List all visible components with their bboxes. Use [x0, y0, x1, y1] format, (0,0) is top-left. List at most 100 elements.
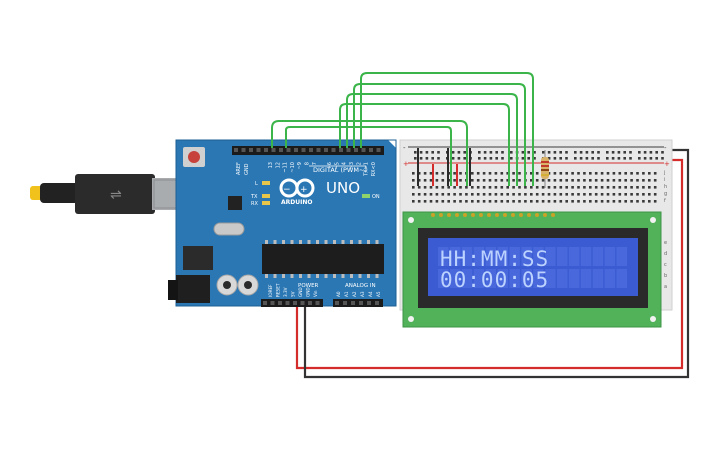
breadboard-hole[interactable]	[435, 186, 439, 189]
breadboard-hole[interactable]	[594, 200, 598, 203]
wire-pin2[interactable]	[360, 72, 534, 186]
power-wires[interactable]	[295, 148, 690, 379]
breadboard-hole[interactable]	[417, 200, 421, 203]
breadboard-hole[interactable]	[441, 193, 445, 196]
breadboard-hole[interactable]	[594, 186, 598, 189]
breadboard-hole[interactable]	[648, 186, 651, 189]
breadboard-hole[interactable]	[594, 172, 598, 175]
breadboard-hole[interactable]	[471, 193, 474, 196]
breadboard-hole[interactable]	[459, 186, 462, 189]
breadboard-hole[interactable]	[412, 200, 415, 203]
breadboard-hole[interactable]	[423, 179, 427, 182]
breadboard-hole[interactable]	[618, 172, 622, 175]
breadboard-hole[interactable]	[648, 200, 651, 203]
breadboard-hole[interactable]	[417, 186, 421, 189]
digital-pin-hole[interactable]	[271, 148, 276, 152]
dc-jack[interactable]	[176, 275, 210, 303]
breadboard-hole[interactable]	[565, 151, 568, 154]
breadboard-hole[interactable]	[636, 172, 639, 175]
breadboard-hole[interactable]	[501, 151, 504, 154]
breadboard-hole[interactable]	[577, 172, 580, 175]
breadboard-hole[interactable]	[500, 179, 504, 182]
digital-pin-hole[interactable]	[234, 148, 238, 152]
breadboard-hole[interactable]	[453, 186, 456, 189]
breadboard-hole[interactable]	[425, 157, 429, 160]
breadboard-hole[interactable]	[606, 200, 610, 203]
power-header[interactable]	[261, 299, 323, 307]
breadboard-hole[interactable]	[585, 157, 589, 160]
breadboard-hole[interactable]	[642, 193, 645, 196]
breadboard-hole[interactable]	[463, 151, 466, 154]
breadboard-hole[interactable]	[559, 151, 562, 154]
breadboard-hole[interactable]	[629, 151, 632, 154]
breadboard-hole[interactable]	[600, 200, 604, 203]
breadboard-hole[interactable]	[624, 186, 627, 189]
breadboard-hole[interactable]	[494, 172, 498, 175]
digital-pin-hole[interactable]	[354, 148, 358, 152]
black-ground-wire[interactable]	[303, 148, 690, 379]
breadboard-hole[interactable]	[512, 172, 515, 175]
breadboard-hole[interactable]	[478, 157, 481, 160]
breadboard-hole[interactable]	[518, 186, 521, 189]
lcd-pin[interactable]	[487, 213, 491, 217]
breadboard-hole[interactable]	[412, 193, 415, 196]
breadboard-hole[interactable]	[429, 172, 433, 175]
breadboard-hole[interactable]	[457, 157, 461, 160]
breadboard-hole[interactable]	[518, 179, 521, 182]
lcd-pin[interactable]	[463, 213, 467, 217]
breadboard-hole[interactable]	[649, 151, 653, 154]
breadboard-hole[interactable]	[512, 200, 515, 203]
breadboard-hole[interactable]	[535, 193, 539, 196]
breadboard-hole[interactable]	[571, 193, 574, 196]
breadboard-hole[interactable]	[482, 179, 486, 182]
breadboard-hole[interactable]	[494, 200, 498, 203]
breadboard-hole[interactable]	[476, 172, 480, 175]
breadboard-hole[interactable]	[527, 151, 530, 154]
breadboard-hole[interactable]	[600, 179, 604, 182]
digital-pin-hole[interactable]	[264, 148, 268, 152]
breadboard-hole[interactable]	[565, 186, 568, 189]
breadboard-hole[interactable]	[412, 186, 415, 189]
power-pin-hole[interactable]	[270, 301, 275, 305]
breadboard-hole[interactable]	[583, 186, 586, 189]
breadboard-hole[interactable]	[459, 193, 462, 196]
breadboard-hole[interactable]	[636, 179, 639, 182]
analog-pin-hole[interactable]	[343, 301, 347, 305]
analog-pin-hole[interactable]	[335, 301, 339, 305]
breadboard-hole[interactable]	[553, 172, 557, 175]
breadboard-hole[interactable]	[600, 193, 604, 196]
breadboard-hole[interactable]	[591, 157, 594, 160]
breadboard-hole[interactable]	[611, 151, 615, 154]
breadboard-hole[interactable]	[577, 200, 580, 203]
breadboard-hole[interactable]	[553, 179, 557, 182]
breadboard-hole[interactable]	[435, 193, 439, 196]
lcd-pin[interactable]	[543, 213, 547, 217]
breadboard-hole[interactable]	[518, 172, 521, 175]
breadboard-hole[interactable]	[559, 200, 563, 203]
breadboard-hole[interactable]	[612, 200, 616, 203]
breadboard-hole[interactable]	[618, 186, 622, 189]
digital-pin-hole[interactable]	[316, 148, 321, 152]
breadboard-hole[interactable]	[506, 179, 509, 182]
breadboard-hole[interactable]	[606, 151, 609, 154]
breadboard-hole[interactable]	[535, 186, 539, 189]
breadboard-hole[interactable]	[435, 179, 439, 182]
breadboard-hole[interactable]	[488, 172, 492, 175]
breadboard-hole[interactable]	[597, 157, 600, 160]
digital-pin-hole[interactable]	[369, 148, 373, 152]
breadboard-hole[interactable]	[500, 172, 504, 175]
breadboard-hole[interactable]	[535, 179, 539, 182]
breadboard-hole[interactable]	[541, 193, 545, 196]
breadboard-hole[interactable]	[589, 186, 592, 189]
breadboard-hole[interactable]	[488, 179, 492, 182]
breadboard-hole[interactable]	[447, 200, 450, 203]
breadboard-hole[interactable]	[547, 193, 551, 196]
breadboard-hole[interactable]	[638, 151, 641, 154]
breadboard-hole[interactable]	[482, 186, 486, 189]
breadboard-hole[interactable]	[600, 186, 604, 189]
breadboard-hole[interactable]	[653, 179, 657, 182]
breadboard-hole[interactable]	[574, 157, 577, 160]
red-power-wire[interactable]	[295, 158, 684, 370]
breadboard-hole[interactable]	[512, 179, 515, 182]
